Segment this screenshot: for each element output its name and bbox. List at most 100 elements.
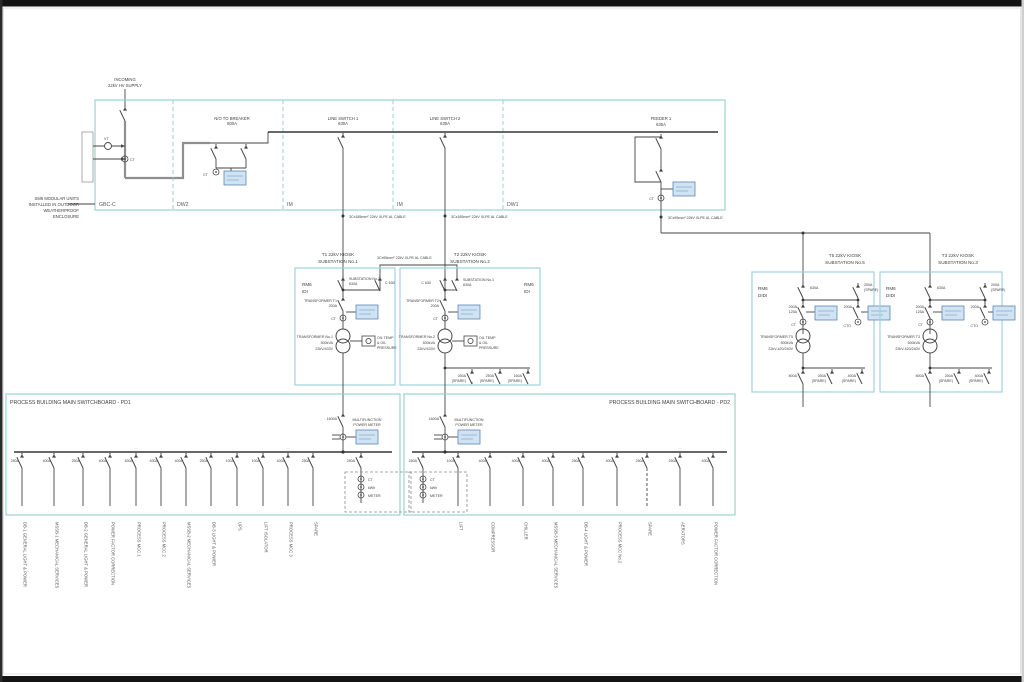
ct-label: CT (918, 323, 924, 327)
svg-text:250A: 250A (200, 459, 209, 463)
svg-text:160A: 160A (514, 374, 523, 378)
svg-text:200A: 200A (864, 283, 873, 287)
enclosure-note: SM6 MODULAR UNITS INSTALLED IN OUTDOOR W… (29, 196, 95, 219)
svg-text:250A: 250A (669, 459, 678, 463)
svg-text:PRESSURE: PRESSURE (479, 346, 499, 350)
svg-text:630A: 630A (463, 283, 472, 287)
svg-text:400A: 400A (479, 459, 488, 463)
incoming-label-2: 22kV HV SUPPLY (108, 83, 142, 88)
cto-label: CTO (970, 324, 978, 328)
svg-text:22kV/433V: 22kV/433V (315, 347, 333, 351)
pd1-box (5, 393, 401, 516)
svg-text:CT: CT (430, 478, 436, 482)
relay-box-icon (355, 304, 379, 320)
feeder-label: PROCESS MCC 2 (162, 522, 167, 557)
svg-text:500kVA: 500kVA (423, 341, 436, 345)
incoming-supply: INCOMING 22kV HV SUPPLY (108, 77, 210, 180)
svg-text:400A: 400A (277, 459, 286, 463)
svg-text:250A: 250A (347, 459, 356, 463)
svg-text:METER: METER (368, 494, 381, 498)
sub2-box (399, 267, 541, 386)
relay-box-icon (355, 429, 379, 445)
feeder-label: DB-2 GENERAL LIGHT & POWER (84, 522, 89, 587)
gbcc-metering-unit: VT CT (81, 131, 136, 183)
svg-text:WEATHERPROOF: WEATHERPROOF (43, 208, 79, 213)
svg-text:630A: 630A (338, 121, 348, 126)
kiosk-substation-3: T3 22kV KIOSK SUBSTATION No.3 RM6 DIDI 6… (879, 253, 1016, 407)
svg-text:500kVA: 500kVA (781, 341, 794, 345)
pd1-title: PROCESS BUILDING MAIN SWITCHBOARD - PD1 (10, 400, 131, 406)
svg-text:TRANSFORMER T5: TRANSFORMER T5 (760, 335, 793, 339)
ct-label: CT (203, 173, 209, 177)
svg-text:630A: 630A (125, 459, 134, 463)
feeder-1: FEEDER 1 630A CT (634, 116, 696, 210)
pd2-incomer-rating: 1600A (429, 417, 440, 421)
ct-label: CT (791, 323, 797, 327)
relay-box-icon (457, 304, 481, 320)
svg-text:100A: 100A (226, 459, 235, 463)
svg-text:630A: 630A (702, 459, 711, 463)
feeder-label: SPARE (648, 522, 653, 536)
svg-text:& OIL: & OIL (377, 341, 386, 345)
svg-text:TRANSFORMER T2: TRANSFORMER T2 (406, 299, 439, 303)
svg-text:250A: 250A (72, 459, 81, 463)
cable-label-2: 3Cx185mm² 22kV XLPE AL CABLE (451, 215, 508, 219)
svg-text:200A: 200A (991, 283, 1000, 287)
relay-box-icon (941, 305, 965, 321)
svg-text:CT: CT (368, 478, 374, 482)
svg-text:LINE SWITCH 2: LINE SWITCH 2 (430, 116, 461, 121)
ct-label: CT (433, 317, 439, 321)
dw2-bypass: N/O TO BREAKER 800A CT (203, 116, 269, 186)
svg-text:(SPARE): (SPARE) (812, 379, 826, 383)
svg-text:SUBSTATION No.2: SUBSTATION No.2 (349, 277, 380, 281)
sub3-unit: RM6 (886, 286, 896, 291)
svg-text:400A: 400A (542, 459, 551, 463)
feeder-label: DB-1 GENERAL LIGHT & POWER (23, 522, 28, 587)
svg-text:(SPARE): (SPARE) (991, 288, 1005, 292)
svg-text:100A: 100A (447, 459, 456, 463)
relay-box-icon (457, 429, 481, 445)
line-switch-2: LINE SWITCH 2 630A (430, 116, 461, 149)
svg-text:22kV-420/240V: 22kV-420/240V (895, 347, 920, 351)
relay-box-icon (867, 305, 891, 321)
svg-text:OIL TEMP: OIL TEMP (377, 336, 394, 340)
svg-text:400A: 400A (975, 374, 984, 378)
svg-text:kWh: kWh (368, 486, 375, 490)
incoming-label-1: INCOMING (114, 77, 135, 82)
sub5-title-2: SUBSTATION No.5 (825, 260, 865, 265)
svg-text:(SPARE): (SPARE) (452, 379, 466, 383)
svg-text:TRANSFORMER No.2: TRANSFORMER No.2 (399, 335, 435, 339)
sub1-title-1: T1 22kV KIOSK (322, 252, 355, 257)
svg-text:OIL TEMP: OIL TEMP (479, 336, 496, 340)
svg-text:250A: 250A (945, 374, 954, 378)
feeder-label: CHILLER (524, 522, 529, 540)
feeder-label: MSSB-3 MECHANICAL SERVICES (554, 522, 559, 589)
svg-text:PRESSURE: PRESSURE (377, 346, 397, 350)
sub5-title-1: T5 22kV KIOSK (829, 253, 862, 258)
feeder-label: DB-3 LIGHT & POWER (212, 522, 217, 566)
sub3-box (879, 271, 1003, 393)
svg-text:250A: 250A (409, 459, 418, 463)
compartment-label-dw2: DW2 (177, 202, 189, 208)
sub3-title-1: T3 22kV KIOSK (942, 253, 975, 258)
sub1-unit-type: IDI (302, 289, 308, 294)
svg-text:22kV-420/240V: 22kV-420/240V (768, 347, 793, 351)
feeder-label: MSSB-2 MECHANICAL SERVICES (187, 522, 192, 589)
oil-temp-device-icon (463, 335, 478, 347)
kiosk-substation-2: T2 22kV KIOSK SUBSTATION No.2 RM6 IDI C … (399, 252, 541, 412)
svg-text:630A: 630A (937, 286, 946, 290)
svg-text:630A: 630A (150, 459, 159, 463)
svg-text:200A: 200A (431, 304, 440, 308)
feeder-label: PROCESS MCC 3 (289, 522, 294, 557)
kiosk-substation-1: T1 22kV KIOSK SUBSTATION No.1 RM6 IDI SU… (294, 252, 397, 412)
svg-text:400A: 400A (99, 459, 108, 463)
bypass-label-1: N/O TO BREAKER (214, 116, 249, 121)
feeder-label: COMPRESSOR (491, 522, 496, 552)
sub3-unit-type: DIDI (886, 293, 895, 298)
svg-text:METER: METER (430, 494, 443, 498)
svg-text:630A: 630A (810, 286, 819, 290)
pd1-feeders: 250A DB-1 GENERAL LIGHT & POWER 400A MSSB-… (11, 452, 319, 589)
svg-text:POWER METER: POWER METER (353, 423, 381, 427)
sub1-box (294, 267, 396, 386)
